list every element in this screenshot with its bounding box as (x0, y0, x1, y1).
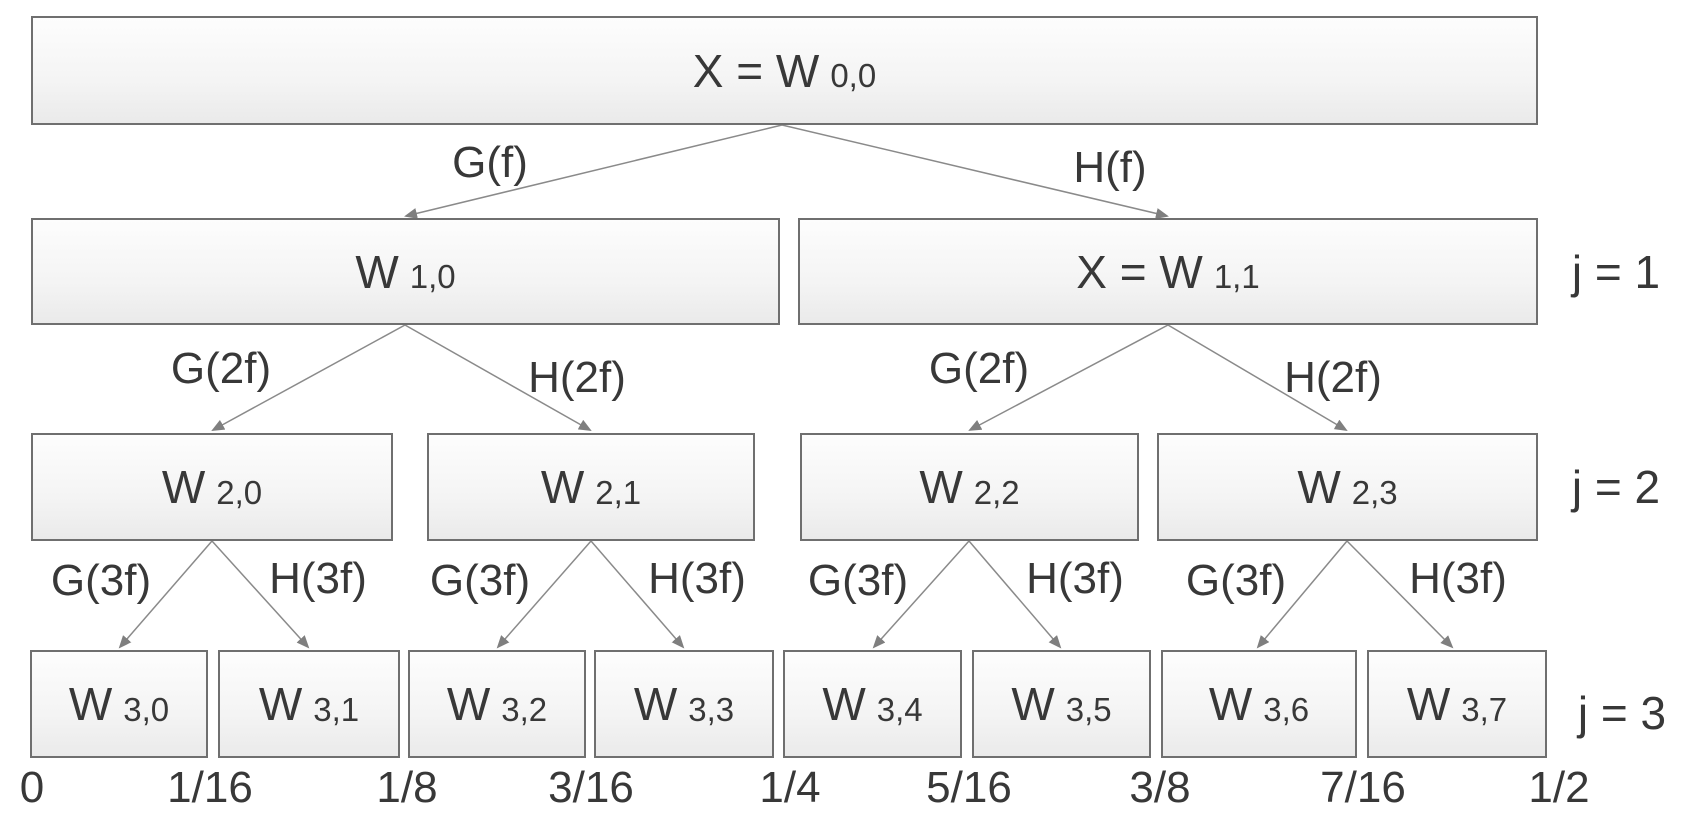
node-w31: W 3,1 (218, 650, 400, 758)
node-label-subscript: 2,3 (1351, 473, 1398, 511)
node-label-main: W (446, 678, 491, 730)
node-label-main: W (822, 678, 866, 730)
node-label-main: W (258, 678, 303, 730)
node-label-main: W (1406, 678, 1451, 730)
axis-tick-label: 5/16 (926, 763, 1012, 812)
filter-label: G(f) (452, 138, 528, 187)
node-w36: W 3,6 (1161, 650, 1357, 758)
node-label-main: W (1297, 461, 1341, 513)
node-w22: W 2,2 (800, 433, 1139, 541)
filter-label: G(3f) (429, 556, 531, 605)
node-w33: W 3,3 (594, 650, 774, 758)
filter-label: G(3f) (1185, 556, 1287, 605)
filter-label: H(2f) (1284, 353, 1382, 402)
filter-label: H(f) (1073, 143, 1147, 192)
node-label-subscript: 3,5 (1065, 690, 1112, 728)
node-label-subscript: 3,0 (123, 690, 170, 728)
axis-tick-label: 0 (19, 763, 45, 812)
node-w30: W 3,0 (30, 650, 208, 758)
node-label-main: W (355, 245, 399, 298)
node-label-main: W (1208, 678, 1253, 730)
node-label-subscript: 1,0 (409, 258, 456, 295)
axis-tick-label: 1/2 (1528, 763, 1590, 812)
axis-tick-label: 3/8 (1129, 763, 1191, 812)
axis-tick-label: 1/4 (759, 763, 821, 812)
filter-label: G(2f) (928, 344, 1030, 393)
node-w21: W 2,1 (427, 433, 755, 541)
node-label-main: W (633, 678, 678, 730)
node-label-main: W (68, 678, 113, 730)
node-label-main: W (919, 461, 963, 513)
filter-label: G(3f) (807, 556, 909, 605)
node-label-main: W (161, 461, 206, 513)
node-label-subscript: 3,6 (1263, 690, 1310, 728)
node-label-subscript: 2,2 (973, 473, 1020, 511)
level-label: j = 2 (1571, 461, 1661, 513)
node-w20: W 2,0 (31, 433, 393, 541)
axis-tick-label: 1/16 (167, 763, 253, 812)
filter-label: G(2f) (170, 344, 272, 393)
node-w23: W 2,3 (1157, 433, 1538, 541)
node-label-subscript: 1,1 (1213, 258, 1260, 295)
axis-tick-label: 3/16 (548, 763, 634, 812)
level-label: j = 1 (1571, 246, 1661, 298)
node-w37: W 3,7 (1367, 650, 1547, 758)
node-label-subscript: 2,1 (595, 473, 642, 511)
node-label-main: W (1011, 678, 1055, 730)
node-w32: W 3,2 (408, 650, 586, 758)
filter-label: H(2f) (528, 353, 626, 402)
filter-label: H(3f) (269, 554, 367, 603)
node-label-subscript: 3,2 (501, 690, 548, 728)
filter-label: H(3f) (1409, 554, 1507, 603)
node-label-subscript: 3,7 (1461, 690, 1508, 728)
filter-label: H(3f) (1026, 554, 1124, 603)
level-label: j = 3 (1577, 687, 1667, 739)
axis-tick-label: 7/16 (1320, 763, 1406, 812)
filter-label: G(3f) (50, 556, 152, 605)
node-w34: W 3,4 (783, 650, 962, 758)
axis-tick-label: 1/8 (376, 763, 438, 812)
node-label-subscript: 3,3 (688, 690, 735, 728)
node-label-subscript: 3,4 (876, 690, 923, 728)
node-label-subscript: 3,1 (313, 690, 360, 728)
node-w10: W 1,0 (31, 218, 780, 325)
node-label-main: W (540, 461, 585, 513)
node-label-subscript: 0,0 (830, 57, 877, 94)
node-label-main: X = W (692, 44, 820, 97)
node-label-subscript: 2,0 (216, 473, 263, 511)
filter-label: H(3f) (648, 554, 746, 603)
node-label-main: X = W (1076, 245, 1203, 298)
node-w00: X = W 0,0 (31, 16, 1538, 125)
node-w35: W 3,5 (972, 650, 1151, 758)
node-w11: X = W 1,1 (798, 218, 1538, 325)
